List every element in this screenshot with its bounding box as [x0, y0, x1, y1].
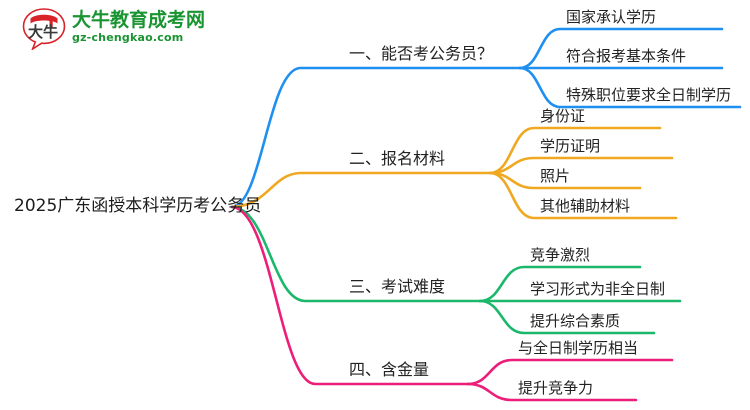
svg-text:大牛: 大牛 — [28, 23, 58, 41]
branch-label-3: 三、考试难度 — [349, 277, 446, 296]
leaf-label-1-3: 特殊职位要求全日制学历 — [566, 86, 732, 104]
leaf-label-3-1: 竞争激烈 — [530, 246, 591, 264]
logo-mark-icon: 大牛 — [22, 8, 66, 50]
root-node-label: 2025广东函授本科学历考公务员 — [14, 196, 262, 216]
leaf-label-4-1: 与全日制学历相当 — [518, 339, 639, 357]
branch-label-4: 四、含金量 — [349, 360, 430, 379]
leaf-label-2-3: 照片 — [540, 167, 571, 185]
leaf-label-1-2: 符合报考基本条件 — [566, 47, 687, 65]
leaf-label-2-4: 其他辅助材料 — [540, 197, 631, 215]
leaf-label-2-2: 学历证明 — [540, 137, 601, 155]
leaf-label-4-2: 提升竞争力 — [518, 379, 594, 397]
leaf-label-2-1: 身份证 — [540, 107, 586, 125]
branch-label-2: 二、报名材料 — [349, 149, 446, 168]
logo-title: 大牛教育成考网 — [72, 9, 206, 31]
leaf-label-3-3: 提升综合素质 — [530, 312, 621, 330]
site-logo[interactable]: 大牛 大牛教育成考网 gz-chengkao.com — [22, 6, 206, 52]
leaf-label-3-2: 学习形式为非全日制 — [530, 280, 666, 298]
branch-label-1: 一、能否考公务员？ — [349, 44, 494, 63]
leaf-label-1-1: 国家承认学历 — [566, 8, 657, 26]
logo-url: gz-chengkao.com — [72, 31, 184, 44]
